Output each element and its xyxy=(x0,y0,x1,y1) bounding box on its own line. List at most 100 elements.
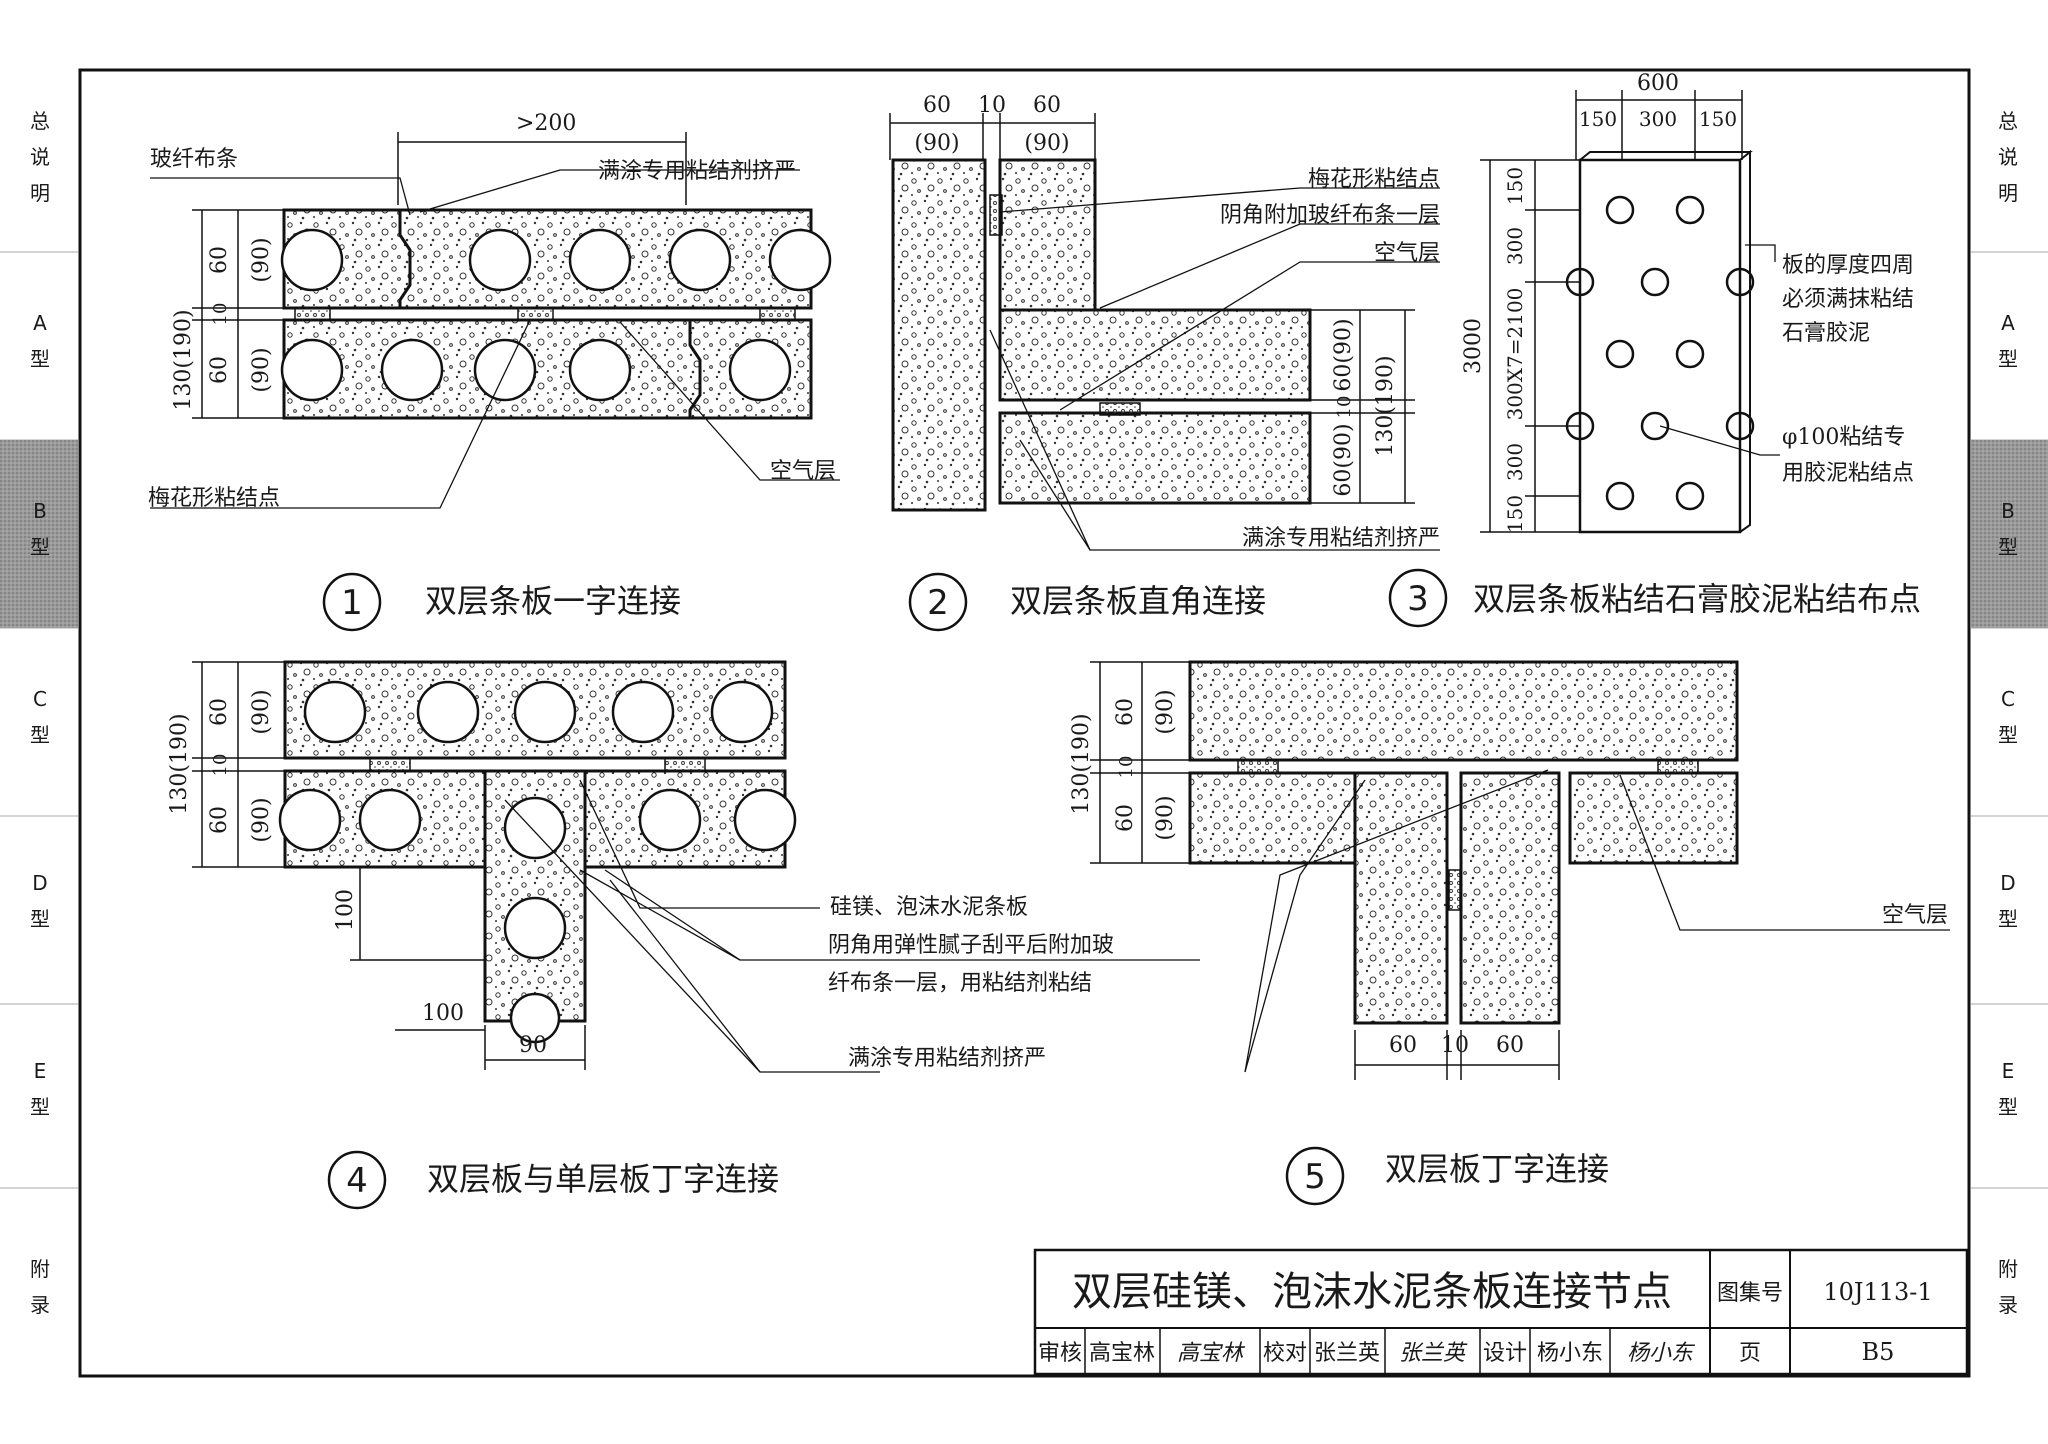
svg-text:满涂专用粘结剂挤严: 满涂专用粘结剂挤严 xyxy=(1242,526,1440,551)
svg-text:60: 60 xyxy=(207,806,232,834)
left-tab-zongshuoming[interactable]: 总说明 xyxy=(30,109,50,205)
right-tab-zongshuoming[interactable]: 总说明 xyxy=(1998,109,2018,205)
svg-text:杨小东: 杨小东 xyxy=(1537,1341,1603,1366)
d5-labels: 空气层 130(190) 60 (90) 10 60 (90) 60 10 60 xyxy=(1069,689,1948,1058)
svg-text:(90): (90) xyxy=(249,689,274,734)
d4-board-holes xyxy=(278,680,797,1044)
svg-text:(90): (90) xyxy=(249,237,274,282)
svg-text:150: 150 xyxy=(1699,107,1737,131)
d3-board xyxy=(1578,158,1742,534)
detail-number-circle xyxy=(1388,568,1448,628)
svg-text:5: 5 xyxy=(1304,1157,1326,1197)
d2-horizontal-upper xyxy=(998,308,1312,402)
d1-leaders xyxy=(150,169,840,509)
svg-text:双层条板粘结石膏胶泥粘结布点: 双层条板粘结石膏胶泥粘结布点 xyxy=(1473,580,1921,618)
svg-text:(90): (90) xyxy=(914,131,959,156)
svg-text:(90): (90) xyxy=(1153,795,1178,840)
svg-text:130(190): 130(190) xyxy=(1069,713,1094,814)
svg-text:双层条板一字连接: 双层条板一字连接 xyxy=(425,582,681,620)
svg-text:60: 60 xyxy=(207,246,232,274)
svg-text:150: 150 xyxy=(1579,107,1617,131)
svg-text:必须满抹粘结: 必须满抹粘结 xyxy=(1782,287,1914,312)
svg-text:双层条板直角连接: 双层条板直角连接 xyxy=(1010,582,1266,620)
svg-text:100: 100 xyxy=(422,1001,464,1026)
d2-leaders xyxy=(989,187,1440,551)
svg-text:10: 10 xyxy=(978,93,1006,118)
sheet-frame xyxy=(78,68,1971,1378)
detail-3-drawing: 板的厚度四周 必须满抹粘结 石膏胶泥 φ100粘结专 用胶泥粘结点 600 15… xyxy=(1461,71,1914,534)
d2-left-board xyxy=(891,158,987,512)
svg-text:60: 60 xyxy=(1113,804,1138,832)
d3-leaders xyxy=(1659,244,1780,456)
d4-dimensions xyxy=(192,661,586,1070)
svg-text:10: 10 xyxy=(1116,756,1137,779)
svg-text:阴角用弹性腻子刮平后附加玻: 阴角用弹性腻子刮平后附加玻 xyxy=(828,933,1114,958)
svg-text:60: 60 xyxy=(1496,1033,1524,1058)
svg-text:300: 300 xyxy=(1503,227,1527,265)
d5-upper-board xyxy=(1188,660,1739,762)
svg-text:页: 页 xyxy=(1739,1341,1761,1366)
svg-text:60: 60 xyxy=(923,93,951,118)
d1-dimensions xyxy=(192,132,687,419)
d1-joint-upper xyxy=(398,210,412,308)
d2-dimensions xyxy=(889,113,1415,504)
svg-text:300X7=2100: 300X7=2100 xyxy=(1503,288,1527,421)
title-block: 双层硅镁、泡沫水泥条板连接节点 图集号 10J113-1 审核 高宝林 高宝林 … xyxy=(1033,1248,1969,1376)
svg-text:60: 60 xyxy=(1033,93,1061,118)
d3-dimensions xyxy=(1480,90,1743,533)
checker-signature: 张兰英 xyxy=(1399,1341,1468,1366)
svg-text:空气层: 空气层 xyxy=(1882,903,1948,928)
svg-text:石膏胶泥: 石膏胶泥 xyxy=(1782,321,1870,346)
svg-text:130(190): 130(190) xyxy=(1373,355,1398,456)
left-tab-column xyxy=(0,251,78,1189)
d1-joint-lower xyxy=(688,320,702,418)
svg-text:150: 150 xyxy=(1503,167,1527,205)
svg-text:张兰英: 张兰英 xyxy=(1314,1341,1380,1366)
d5-stem-right xyxy=(1459,771,1561,1025)
sheet-title: 双层硅镁、泡沫水泥条板连接节点 xyxy=(1072,1269,1672,1315)
svg-text:设计: 设计 xyxy=(1483,1341,1527,1366)
svg-text:校对: 校对 xyxy=(1263,1341,1307,1366)
svg-text:100: 100 xyxy=(333,889,358,931)
page-number: B5 xyxy=(1862,1338,1895,1366)
svg-text:90: 90 xyxy=(519,1033,547,1058)
svg-text:300: 300 xyxy=(1639,107,1677,131)
d5-stem-left xyxy=(1353,771,1449,1025)
left-tab-fulu[interactable]: 附录 xyxy=(30,1257,50,1317)
d2-horizontal-lower xyxy=(998,411,1312,505)
svg-text:图集号: 图集号 xyxy=(1717,1281,1783,1306)
svg-text:>200: >200 xyxy=(516,111,576,136)
detail-number-circle xyxy=(908,572,968,632)
detail-2-drawing: 梅花形粘结点 阴角附加玻纤布条一层 空气层 满涂专用粘结剂挤严 60 10 60… xyxy=(889,93,1440,551)
right-tab-fulu[interactable]: 附录 xyxy=(1998,1257,2018,1317)
svg-text:玻纤布条: 玻纤布条 xyxy=(150,147,238,172)
svg-text:梅花形粘结点: 梅花形粘结点 xyxy=(1308,167,1440,192)
left-tab-active xyxy=(0,440,78,628)
detail-titles: 1 双层条板一字连接 2 双层条板直角连接 3 双层条板粘结石膏胶泥粘结布点 4… xyxy=(322,568,1921,1210)
svg-text:审核: 审核 xyxy=(1038,1341,1082,1366)
svg-text:130(190): 130(190) xyxy=(171,309,196,410)
svg-text:60: 60 xyxy=(207,698,232,726)
svg-text:硅镁、泡沫水泥条板: 硅镁、泡沫水泥条板 xyxy=(830,895,1028,920)
svg-text:空气层: 空气层 xyxy=(770,459,836,484)
svg-text:(90): (90) xyxy=(1024,131,1069,156)
svg-text:纤布条一层，用粘结剂粘结: 纤布条一层，用粘结剂粘结 xyxy=(828,971,1092,996)
designer-signature: 杨小东 xyxy=(1627,1341,1696,1366)
detail-4-drawing: 硅镁、泡沫水泥条板 阴角用弹性腻子刮平后附加玻 纤布条一层，用粘结剂粘结 满涂专… xyxy=(167,660,1200,1073)
svg-text:满涂专用粘结剂挤严: 满涂专用粘结剂挤严 xyxy=(848,1046,1046,1071)
svg-text:600: 600 xyxy=(1637,71,1679,96)
svg-text:3000: 3000 xyxy=(1461,318,1486,374)
svg-text:空气层: 空气层 xyxy=(1374,241,1440,266)
